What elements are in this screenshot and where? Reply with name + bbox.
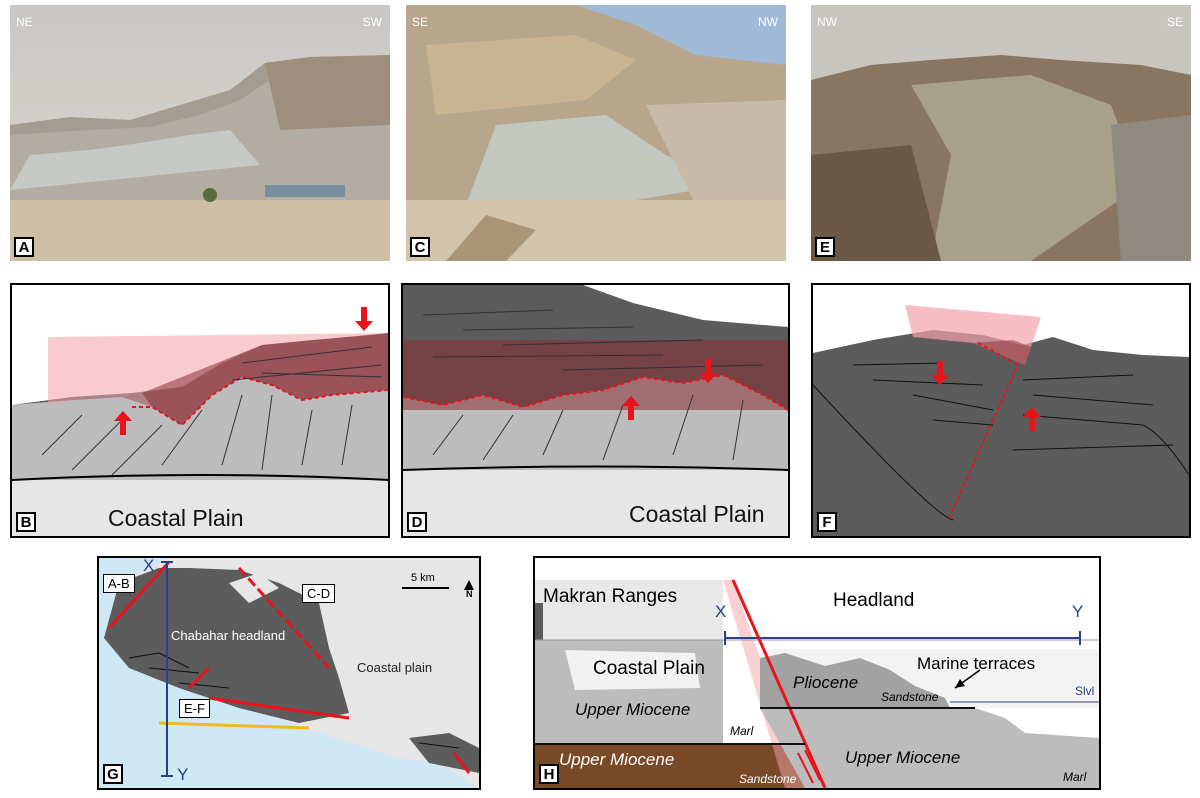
direction-label-right: SW [362,15,382,29]
sketch-f-drawing [813,305,1189,536]
panel-tag-b: B [16,512,36,532]
direction-label-left: SE [412,15,429,29]
map-scale-label: 5 km [411,572,435,584]
sketch-panel-f: F [811,283,1191,538]
slvl-label: Slvl [1075,684,1095,698]
marl-right-label: Marl [1063,770,1087,784]
coastal-plain-label: Coastal Plain [629,501,765,527]
panel-tag-a: A [14,237,34,257]
photo-panel-a: NE SW A [10,5,390,261]
photo-e-scene [811,5,1191,261]
upper-miocene-left-label: Upper Miocene [575,700,691,719]
photo-panel-e: NW SE E [811,5,1191,261]
makran-label: Makran Ranges [543,586,678,607]
panel-tag-e: E [815,237,835,257]
map-cd-label: C-D [302,584,336,603]
north-arrow-icon: N [466,589,473,599]
map-ab-label: A-B [103,574,135,593]
photo-c-scene [406,5,786,261]
direction-label-right: SE [1166,15,1183,29]
headland-label: Headland [833,590,915,611]
sandstone-label: Sandstone [881,690,939,704]
panel-tag-d: D [407,512,427,532]
section-y-label: Y [1072,602,1084,621]
photo-panel-c: SE NW C [406,5,786,261]
section-panel-h: Makran Ranges Headland X Y Coastal Plain… [533,556,1101,790]
marl-left-label: Marl [730,724,754,738]
map-y-label: Y [177,765,189,784]
map-headland-label: Chabahar headland [171,628,286,643]
panel-tag-h: H [539,764,559,784]
map-panel-g: X Y A-B C-D E-F Chabahar headland Coasta… [97,556,481,790]
sketch-panel-d: Coastal Plain D [401,283,790,538]
photo-a-scene [10,5,390,261]
map-g-drawing [104,558,479,788]
direction-label-left: NE [16,15,33,29]
map-x-label: X [143,556,155,575]
upper-miocene-right-label: Upper Miocene [845,748,961,767]
map-ef-label: E-F [179,699,210,718]
panel-tag-f: F [817,512,837,532]
coastal-plain-label: Coastal Plain [108,505,244,531]
section-x-label: X [715,602,727,621]
sketch-d-drawing [403,285,788,536]
map-coastal-label: Coastal plain [357,660,433,675]
marine-terraces-label: Marine terraces [917,654,1036,673]
section-h-drawing [535,579,1099,788]
pliocene-label: Pliocene [793,673,859,692]
panel-tag-c: C [410,237,430,257]
sketch-b-drawing [12,307,388,536]
direction-label-left: NW [817,15,837,29]
coastal-plain-label: Coastal Plain [593,658,705,679]
upper-miocene-brown-label: Upper Miocene [559,750,675,769]
sketch-panel-b: Coastal Plain B [10,283,390,538]
sandstone-brown-label: Sandstone [739,772,797,786]
direction-label-right: NW [758,15,778,29]
panel-tag-g: G [103,764,123,784]
